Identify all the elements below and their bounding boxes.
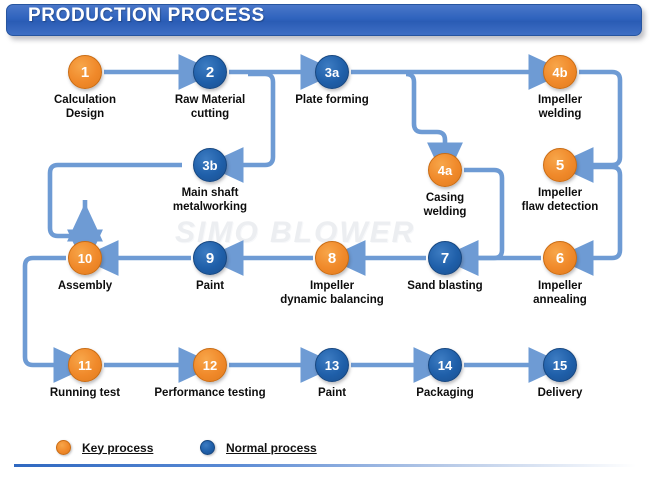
key-process-dot-icon [56,440,71,455]
process-label-2: Raw Material cutting [174,94,246,120]
process-node-10[interactable]: 10 [68,241,102,275]
process-node-14[interactable]: 14 [428,348,462,382]
process-node-number: 13 [324,357,340,373]
process-label-3a: Plate forming [295,94,369,106]
process-label-14: Packaging [416,387,474,399]
process-node-number: 10 [77,250,93,266]
process-node-number: 1 [80,63,90,81]
edge-5-6 [554,164,623,276]
legend-item-normal-process[interactable]: Normal process [200,440,317,455]
process-label-12: Performance testing [154,387,266,399]
process-node-number: 3b [202,157,218,173]
process-node-number: 9 [205,249,215,267]
process-node-6[interactable]: 6 [543,241,577,275]
process-label-8: Impeller dynamic balancing [280,280,384,306]
legend-label-normal-process: Normal process [226,440,317,455]
process-node-number: 6 [555,249,565,267]
process-node-number: 4b [552,64,568,80]
process-label-9: Paint [195,280,225,292]
process-node-number: 15 [552,357,568,373]
process-label-4a: Casing welding [423,192,467,218]
process-node-number: 12 [202,357,218,373]
edge-2-3b [204,71,276,183]
process-label-4b: Impeller welding [537,94,583,120]
legend-item-key-process[interactable]: Key process [56,440,153,455]
process-node-number: 14 [437,357,453,373]
page-title: PRODUCTION PROCESS [28,5,265,26]
normal-process-dot-icon [200,440,215,455]
process-node-1[interactable]: 1 [68,55,102,89]
process-label-13: Paint [317,387,347,399]
process-node-4a[interactable]: 4a [428,153,462,187]
process-node-2[interactable]: 2 [193,55,227,89]
process-node-7[interactable]: 7 [428,241,462,275]
legend-label-key-process: Key process [82,440,154,455]
process-node-5[interactable]: 5 [543,148,577,182]
process-node-3b[interactable]: 3b [193,148,227,182]
process-node-4b[interactable]: 4b [543,55,577,89]
process-node-number: 11 [78,357,92,373]
process-node-number: 5 [555,156,565,174]
process-label-1: Calculation Design [54,94,116,120]
process-label-3b: Main shaft metalworking [172,187,248,213]
process-node-number: 3a [324,64,340,80]
process-node-3a[interactable]: 3a [315,55,349,89]
process-node-12[interactable]: 12 [193,348,227,382]
process-node-number: 4a [437,162,453,178]
process-label-15: Delivery [537,387,583,399]
header-banner [6,4,642,36]
process-label-11: Running test [49,387,121,399]
process-node-number: 2 [205,63,215,81]
process-node-13[interactable]: 13 [315,348,349,382]
process-node-9[interactable]: 9 [193,241,227,275]
process-node-8[interactable]: 8 [315,241,349,275]
edge-3a-4a [405,71,463,182]
process-node-15[interactable]: 15 [543,348,577,382]
process-label-5: Impeller flaw detection [521,187,599,213]
process-node-number: 8 [327,249,337,267]
process-label-6: Impeller annealing [533,280,587,306]
process-node-11[interactable]: 11 [68,348,102,382]
process-label-7: Sand blasting [407,280,483,292]
process-node-number: 7 [440,249,450,267]
edge-4b-5 [554,69,623,183]
bottom-divider [14,464,636,467]
process-label-10: Assembly [57,280,113,292]
edge-10-11 [22,255,93,383]
